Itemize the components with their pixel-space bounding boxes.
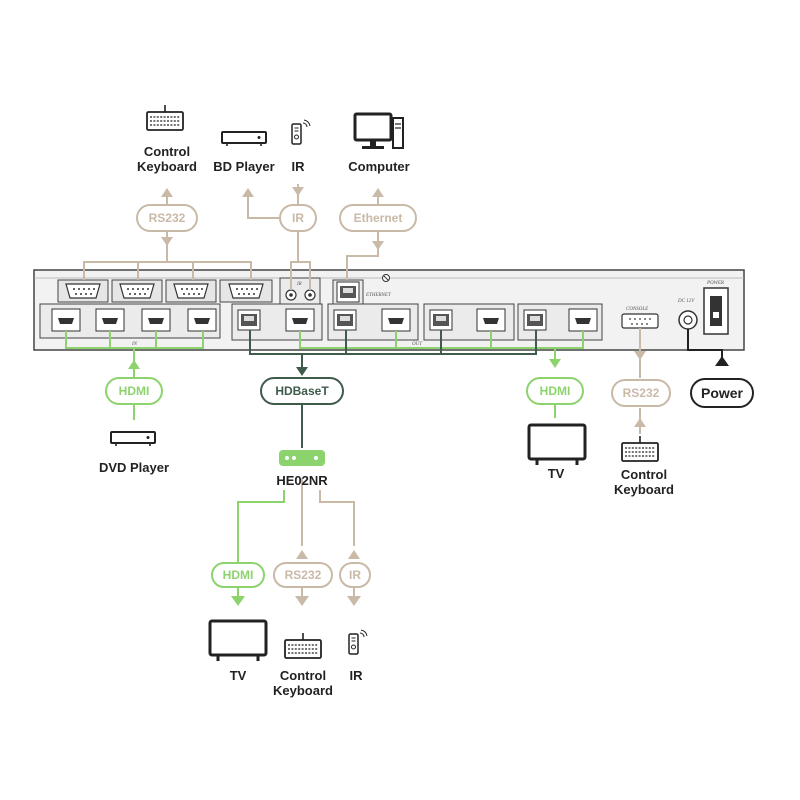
- panel-label-ethernet: ETHERNET: [365, 293, 392, 298]
- device-bottom-keyboard-line2: Keyboard: [273, 683, 333, 698]
- device-tv-right-label: TV: [548, 466, 565, 481]
- pill-hdbaset-label: HDBaseT: [275, 384, 329, 398]
- device-top-ir-label: IR: [292, 159, 306, 174]
- pill-rs232-top: RS232: [136, 204, 198, 232]
- pill-rs232-right: RS232: [611, 379, 671, 407]
- pill-hdmi-bottom-label: HDMI: [223, 568, 254, 582]
- ir-remote-icon: [348, 629, 368, 655]
- pill-ethernet: Ethernet: [339, 204, 417, 232]
- device-computer-label: Computer: [348, 159, 409, 174]
- panel-ethernet-port: ETHERNET: [332, 279, 392, 305]
- keyboard-icon: [621, 435, 659, 462]
- device-dvd-player: DVD Player: [99, 431, 169, 475]
- pill-ir-top-label: IR: [292, 211, 304, 225]
- dvd-player-icon: [110, 431, 156, 446]
- matrix-switch-panel: IN IR ETHERNET: [33, 269, 745, 351]
- panel-dc-jack: DC 12V: [677, 299, 698, 330]
- pill-hdmi-in-label: HDMI: [119, 384, 150, 398]
- pill-rs232-bottom-label: RS232: [285, 568, 322, 582]
- keyboard-icon: [284, 632, 322, 659]
- pill-rs232-right-label: RS232: [623, 386, 660, 400]
- device-top-keyboard: Control Keyboard: [137, 104, 197, 174]
- device-bottom-ir: IR: [348, 629, 368, 683]
- ir-remote-icon: [291, 119, 311, 145]
- panel-output-ports: OUT: [231, 303, 603, 347]
- panel-label-ir: IR: [296, 282, 302, 287]
- pill-rs232-bottom: RS232: [273, 562, 333, 588]
- pill-ir-top: IR: [279, 204, 317, 232]
- device-receiver-label: HE02NR: [276, 473, 328, 488]
- pill-ethernet-label: Ethernet: [354, 211, 403, 225]
- pill-power: Power: [690, 378, 754, 408]
- panel-label-console: CONSOLE: [626, 307, 648, 312]
- arrowheads: [128, 187, 729, 606]
- pill-power-label: Power: [701, 385, 744, 401]
- device-top-keyboard-line2: Keyboard: [137, 159, 197, 174]
- device-tv-bottom: TV: [208, 619, 268, 683]
- device-tv-bottom-label: TV: [230, 668, 247, 683]
- device-bottom-keyboard: Control Keyboard: [273, 632, 333, 698]
- device-bottom-keyboard-line1: Control: [280, 668, 326, 683]
- panel-hdmi-in-ports: IN: [39, 303, 221, 347]
- device-computer: Computer: [348, 112, 410, 174]
- tv-icon: [527, 423, 587, 467]
- panel-rs232-ports: [57, 279, 273, 303]
- pill-ir-bottom: IR: [339, 562, 371, 588]
- receiver-icon: [279, 450, 325, 466]
- bd-player-icon: [221, 131, 267, 146]
- panel-power-switch: POWER: [703, 281, 729, 335]
- device-bottom-ir-label: IR: [350, 668, 364, 683]
- device-right-keyboard: Control Keyboard: [614, 435, 674, 497]
- keyboard-icon: [146, 104, 184, 131]
- pill-rs232-top-label: RS232: [149, 211, 186, 225]
- pill-ir-bottom-label: IR: [349, 568, 361, 582]
- computer-icon: [353, 112, 404, 149]
- panel-label-power: POWER: [706, 281, 724, 286]
- device-top-keyboard-line1: Control: [144, 144, 190, 159]
- panel-label-dc: DC 12V: [677, 299, 695, 304]
- pill-hdbaset: HDBaseT: [260, 377, 344, 405]
- panel-ir-ports: IR: [279, 277, 321, 305]
- tv-icon: [208, 619, 268, 663]
- device-receiver: HE02NR: [276, 450, 328, 488]
- device-bd-player: BD Player: [213, 131, 275, 174]
- pill-hdmi-out: HDMI: [526, 377, 584, 405]
- panel-label-out: OUT: [412, 342, 423, 347]
- pill-hdmi-out-label: HDMI: [540, 384, 571, 398]
- device-tv-right: TV: [527, 423, 587, 481]
- device-top-ir: IR: [291, 119, 311, 174]
- device-dvd-player-label: DVD Player: [99, 460, 169, 475]
- device-right-keyboard-line2: Keyboard: [614, 482, 674, 497]
- pill-hdmi-bottom: HDMI: [211, 562, 265, 588]
- pill-hdmi-in: HDMI: [105, 377, 163, 405]
- device-right-keyboard-line1: Control: [621, 467, 667, 482]
- device-bd-player-label: BD Player: [213, 159, 274, 174]
- panel-label-in: IN: [131, 342, 138, 347]
